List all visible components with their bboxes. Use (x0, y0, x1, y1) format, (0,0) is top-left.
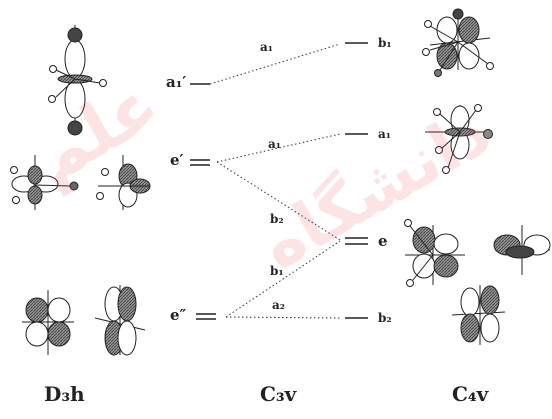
group-label-center: C₃v (260, 382, 297, 406)
c4v-orbital-e-2 (493, 225, 551, 275)
c4v-orbital-b2 (451, 285, 506, 345)
d3h-orbital-e-dprime-1 (22, 290, 74, 355)
label-e-double-prime: e″ (170, 306, 187, 324)
connector-label-b1: b₁ (270, 264, 284, 278)
d3h-orbital-e-dprime-2 (94, 285, 146, 356)
label-e-prime: e′ (170, 151, 184, 169)
label-a1-prime: a₁′ (166, 73, 187, 91)
label-e-mid: e (378, 232, 388, 250)
c4v-orbital-a1 (425, 104, 493, 174)
connector-label-a2: a₂ (272, 298, 286, 312)
connector-label-a1-top: a₁ (260, 40, 274, 54)
group-label-left: D₃h (44, 382, 85, 406)
correlation-lines (209, 43, 341, 319)
label-a1-mid: a₁ (378, 127, 392, 141)
label-b2-bot: b₂ (378, 311, 392, 325)
c4v-orbital-b1 (422, 8, 494, 77)
connector-label-a1-mid: a₁ (268, 137, 282, 151)
d3h-orbital-e-prime-2 (96, 155, 151, 210)
connector-label-b2: b₂ (270, 212, 284, 226)
label-b1-top: b₁ (378, 36, 392, 50)
energy-levels (190, 42, 368, 320)
group-label-right: C₄v (452, 382, 489, 406)
d3h-orbital-a1-prime (48, 25, 107, 136)
c4v-orbital-e-1 (404, 219, 465, 287)
d3h-orbital-e-prime-1 (10, 155, 79, 210)
